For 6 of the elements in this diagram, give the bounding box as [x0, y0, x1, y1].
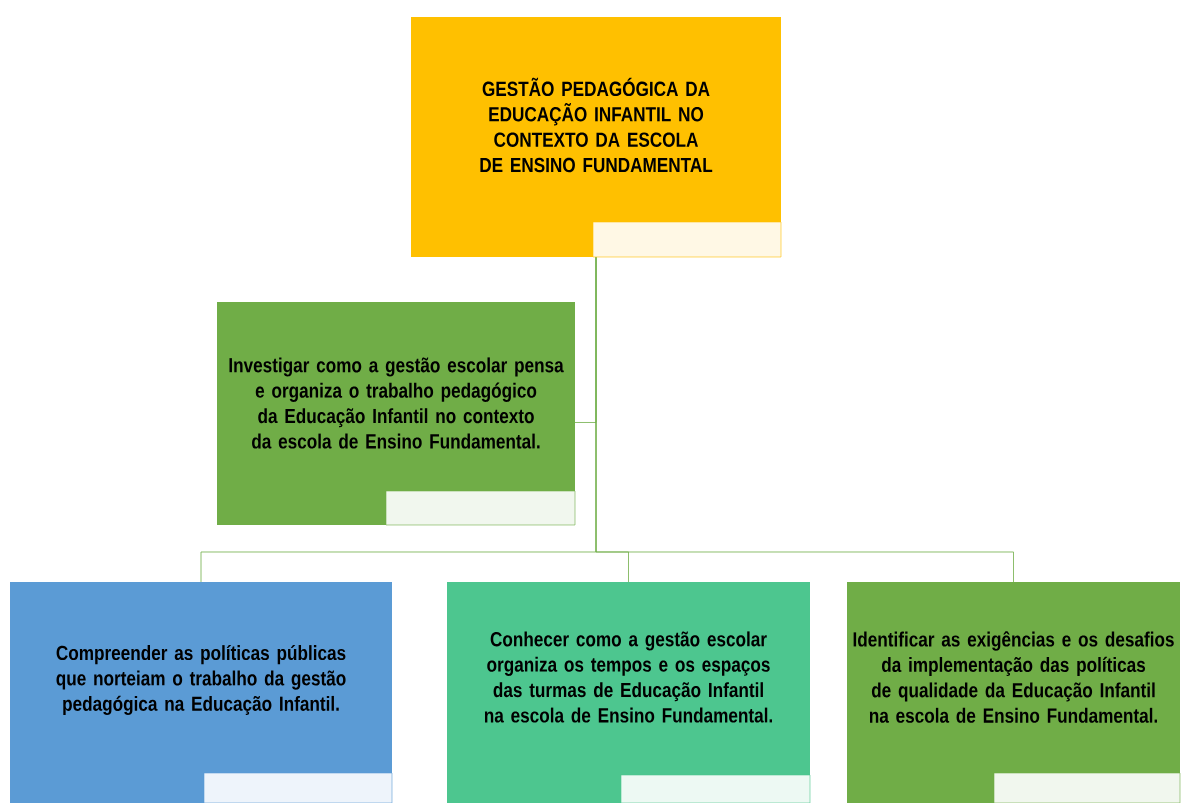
objective-box: Identificar as exigências e os desafios da implementação das políticas de qualidade da Educação Infantil na escola de Ensino Fundamental.: [847, 582, 1180, 803]
objective-box: Conhecer como a gestão escolar organiza os tempos e os espaços das turmas de Educação Infantil na escola de Ensino Fundamental.: [447, 582, 810, 803]
objective-box: Compreender as políticas públicas que norteiam o trabalho da gestão pedagógica na Educação Infantil.: [10, 582, 392, 803]
objective-box: GESTÃO PEDAGÓGICA DA EDUCAÇÃO INFANTIL NO CONTEXTO DA ESCOLA DE ENSINO FUNDAMENTAL: [411, 17, 781, 257]
connector-line: [595, 256, 1014, 583]
objective-box: Investigar como a gestão escolar pensa e organiza o trabalho pedagógico da Educação Infantil no contexto da escola de Ensino Fundamental.: [217, 302, 575, 525]
